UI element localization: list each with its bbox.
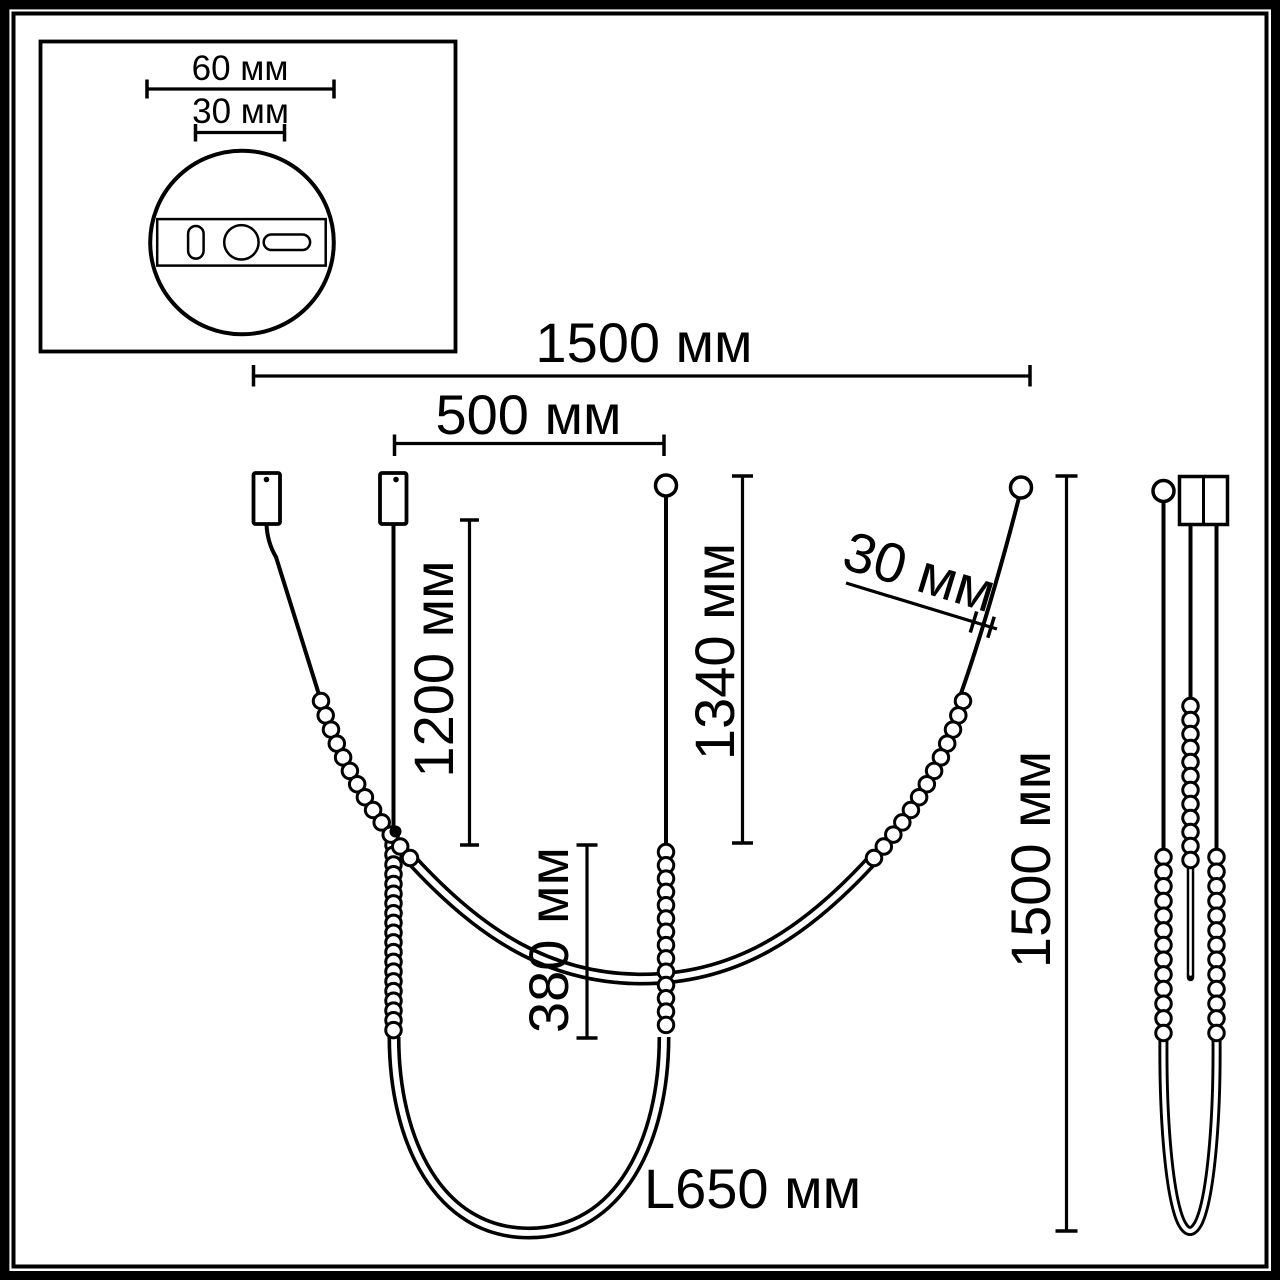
ceiling-fittings bbox=[251, 471, 1034, 526]
dim-right-cord-label: 1340 мм bbox=[683, 543, 746, 760]
bead-chain-right-vertical bbox=[656, 842, 676, 1035]
canopy-detail-inset: 60 мм 30 мм bbox=[38, 39, 458, 354]
side-view: 1500 мм bbox=[999, 474, 1230, 1236]
canopy-mounting-plate bbox=[155, 217, 327, 267]
dimensions-front: 1500 мм 500 мм 1200 мм 1340 мм 380 мм bbox=[251, 311, 1032, 1220]
mounting-hole-center bbox=[222, 223, 260, 261]
light-tubes bbox=[387, 853, 879, 1240]
inset-slot-dim bbox=[193, 124, 287, 142]
side-bead-chain-right bbox=[1207, 847, 1226, 1043]
cord-canopy-left bbox=[264, 523, 323, 702]
canopy-right bbox=[378, 471, 409, 526]
tube-length-label: L650 мм bbox=[644, 1157, 861, 1220]
bead-chains-side bbox=[1154, 696, 1226, 1043]
dim-overall-width: 1500 мм bbox=[251, 311, 1032, 387]
side-tubes bbox=[1158, 862, 1222, 1236]
side-cords bbox=[1161, 501, 1219, 851]
inset-width-label: 60 мм bbox=[192, 49, 289, 88]
front-view bbox=[251, 471, 1034, 1240]
dim-left-cord-label: 1200 мм bbox=[402, 560, 465, 777]
inset-width-dim bbox=[145, 79, 336, 99]
dim-overall-height-label: 1500 мм bbox=[999, 751, 1062, 968]
canopy-right-hole bbox=[393, 476, 399, 483]
side-bead-chain-center bbox=[1181, 696, 1200, 870]
bead-chain-left-vertical bbox=[384, 835, 403, 1040]
ceiling-ball-right bbox=[1008, 475, 1034, 500]
ceiling-ball-left bbox=[653, 473, 679, 498]
suspension-cords bbox=[264, 496, 1021, 845]
mounting-slot-horizontal bbox=[262, 233, 312, 252]
canopy-left bbox=[251, 471, 282, 526]
catenary-tube-core bbox=[407, 856, 877, 982]
dim-bead-section: 380 мм bbox=[517, 843, 598, 1040]
cord-ball-right bbox=[957, 497, 1021, 700]
inset-border bbox=[38, 39, 458, 354]
dim-right-cord: 1340 мм bbox=[683, 474, 753, 845]
dim-bead-section-label: 380 мм bbox=[517, 847, 580, 1033]
dim-inner-span: 500 мм bbox=[392, 383, 666, 456]
bead-chain-right-diagonal bbox=[864, 691, 973, 868]
dim-left-cord: 1200 мм bbox=[402, 518, 479, 847]
loop-tube-core bbox=[391, 1036, 667, 1236]
dim-overall-height: 1500 мм bbox=[999, 474, 1078, 1233]
side-bead-chain-left bbox=[1154, 847, 1173, 1043]
side-ceiling-ball bbox=[1151, 478, 1176, 504]
canopy-base-circle bbox=[148, 148, 336, 337]
cord-end-stopper bbox=[389, 825, 402, 838]
side-loop-tube-core bbox=[1161, 1034, 1219, 1234]
inset-slot-label: 30 мм bbox=[192, 92, 289, 131]
dim-overall-width-label: 1500 мм bbox=[535, 311, 752, 374]
dim-inner-span-label: 500 мм bbox=[436, 383, 622, 446]
mounting-slot-vertical bbox=[186, 224, 205, 260]
canopy-left-hole bbox=[263, 476, 270, 483]
